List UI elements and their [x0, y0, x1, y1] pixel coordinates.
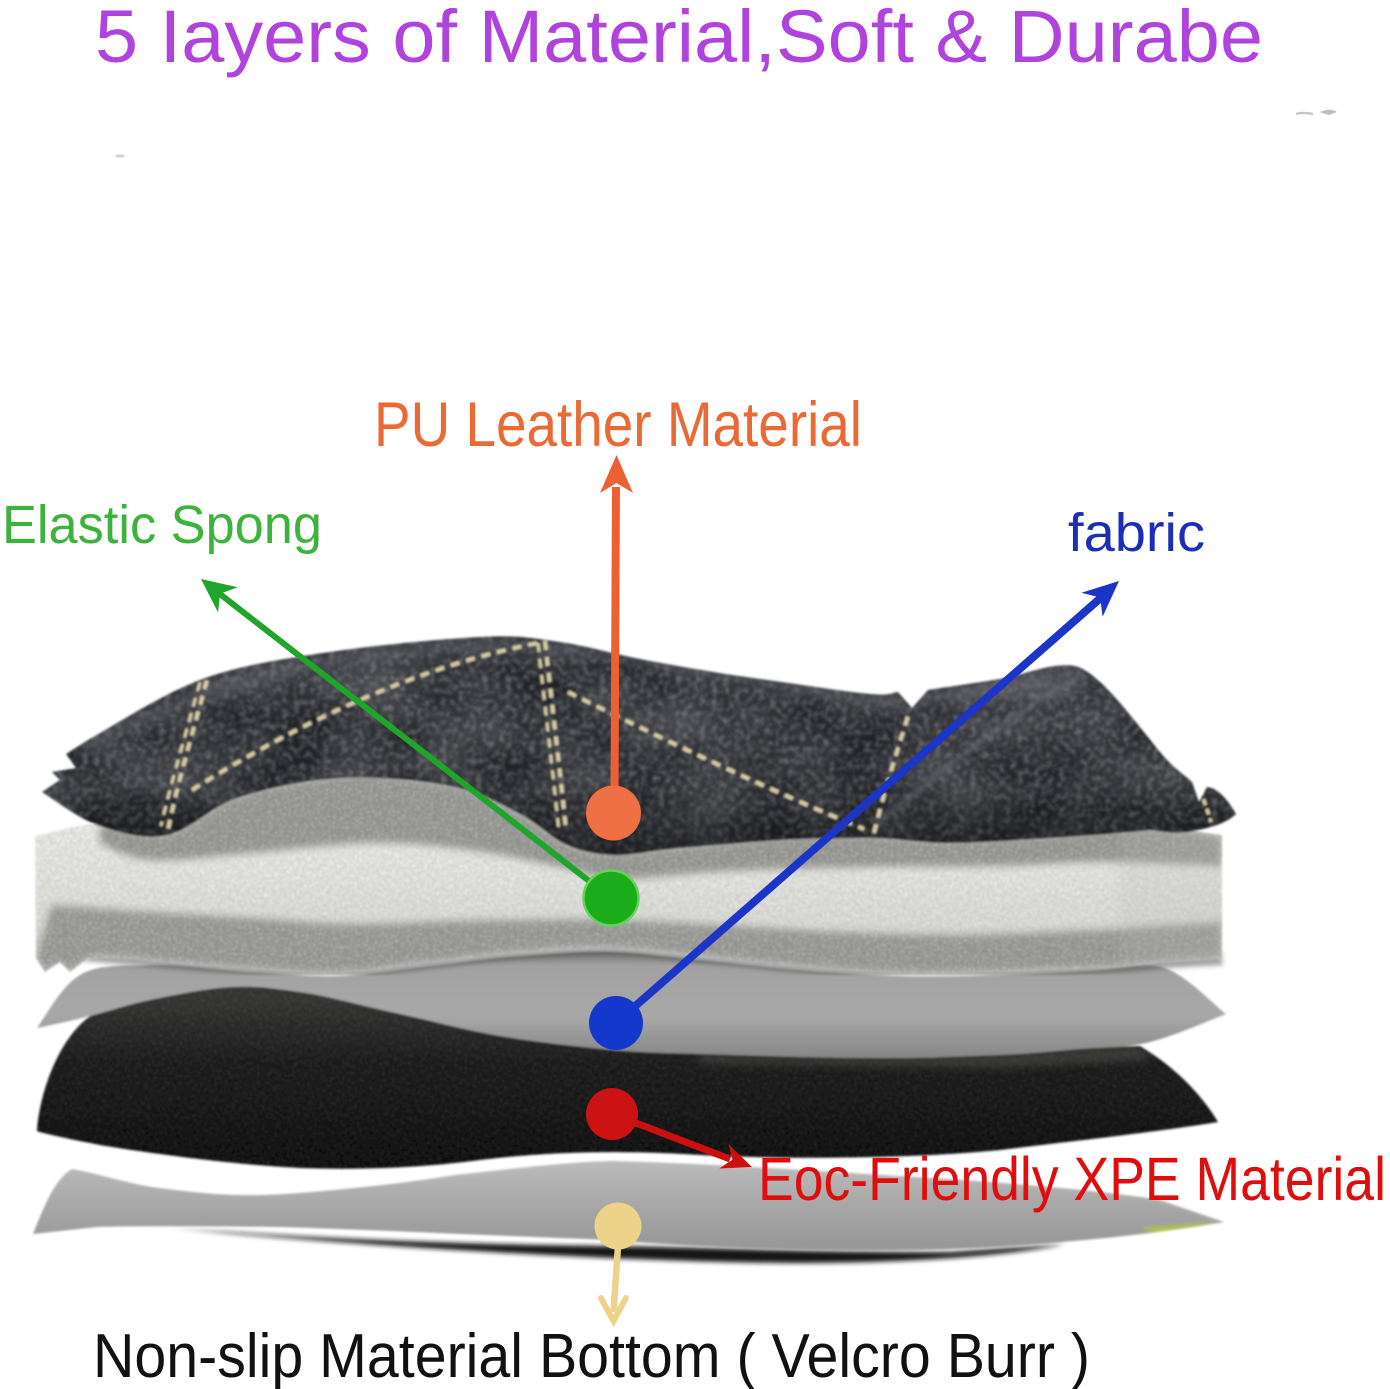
svg-text:Eoc-Friendly XPE Material: Eoc-Friendly XPE Material [758, 1145, 1386, 1213]
svg-text:PU Leather Material: PU Leather Material [374, 390, 862, 460]
svg-text:Elastic Spong: Elastic Spong [2, 495, 322, 555]
svg-text:Non-slip Material Bottom ( Vel: Non-slip Material Bottom ( Velcro Burr ) [93, 1322, 1090, 1389]
svg-text:5 Iayers of Material,Soft & Du: 5 Iayers of Material,Soft & Durabe [95, 0, 1263, 78]
svg-text:fabric: fabric [1068, 503, 1205, 563]
